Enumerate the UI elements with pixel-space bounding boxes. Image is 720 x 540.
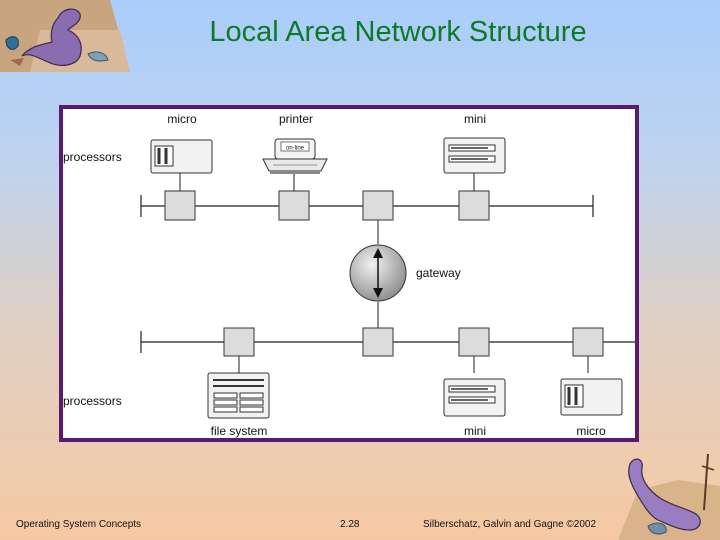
mini-computer-icon xyxy=(443,137,506,174)
dinosaur-illustration-top-left xyxy=(0,0,130,72)
device-connectors xyxy=(179,173,589,373)
slide-title: Local Area Network Structure xyxy=(209,16,587,48)
label-micro-bottom: micro xyxy=(576,424,606,438)
file-system-server-icon xyxy=(207,372,270,419)
footer-page-number: 2.28 xyxy=(340,519,360,530)
micro-computer-icon xyxy=(560,378,623,416)
label-file-system: file system xyxy=(211,424,268,438)
footer-right: Silberschatz, Galvin and Gagne ©2002 xyxy=(423,519,597,530)
interface-box xyxy=(278,190,310,221)
lan-diagram: on-line xyxy=(59,105,639,442)
label-processors-bottom: processors xyxy=(63,394,122,408)
label-printer: printer xyxy=(279,112,313,126)
label-processors-top: processors xyxy=(63,150,122,164)
interface-box xyxy=(164,190,196,221)
label-micro-top: micro xyxy=(167,112,197,126)
dinosaur-illustration-bottom-right xyxy=(618,453,720,540)
interface-box xyxy=(572,327,604,357)
mini-computer-icon xyxy=(443,378,506,417)
printer-icon: on-line xyxy=(262,138,328,174)
interface-box xyxy=(458,327,490,357)
printer-panel-label: on-line xyxy=(286,146,305,152)
interface-box xyxy=(362,190,394,221)
interface-box xyxy=(458,190,490,221)
interface-box xyxy=(362,327,394,357)
footer-left: Operating System Concepts xyxy=(16,519,142,530)
label-mini-top: mini xyxy=(464,112,486,126)
network-interfaces xyxy=(164,190,604,357)
micro-computer-icon xyxy=(150,139,213,174)
label-mini-bottom: mini xyxy=(464,424,486,438)
interface-box xyxy=(223,327,255,357)
gateway-icon xyxy=(349,244,407,302)
label-gateway: gateway xyxy=(416,266,461,280)
